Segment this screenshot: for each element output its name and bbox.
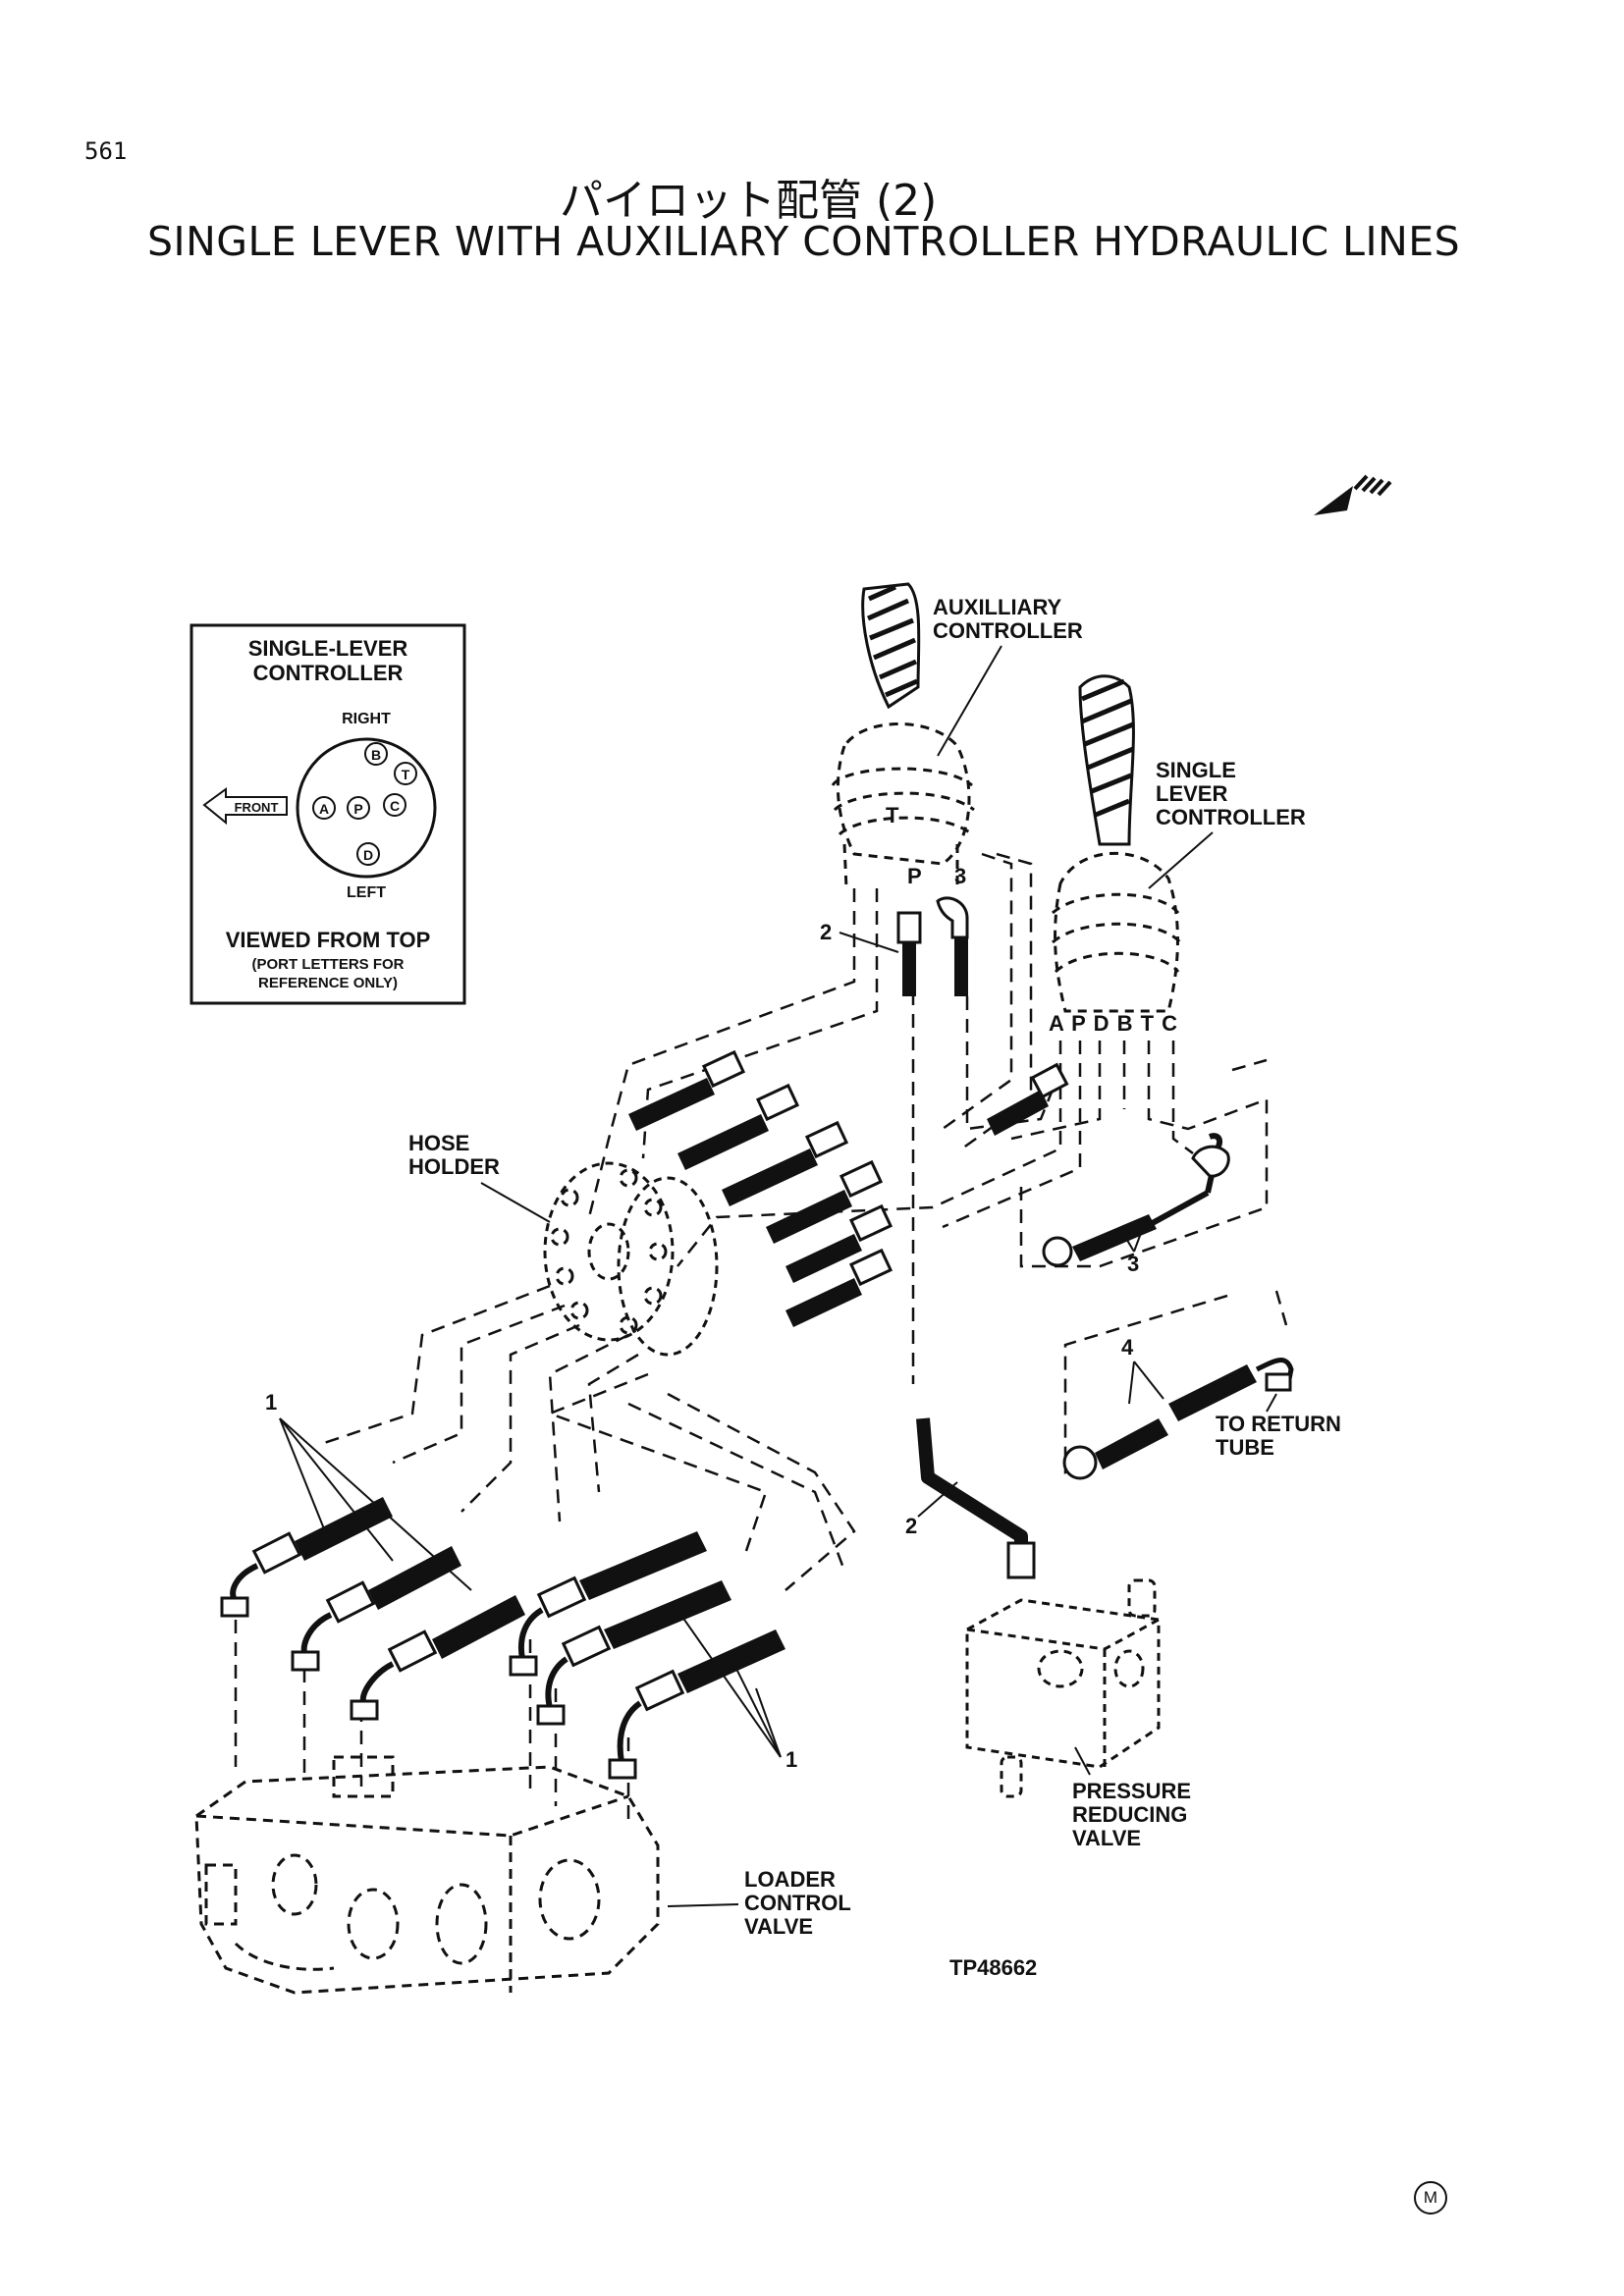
svg-text:FRONT: FRONT	[235, 800, 279, 815]
hose-fitting-3-upper	[936, 896, 969, 996]
inset-footer: VIEWED FROM TOP	[226, 928, 431, 952]
hose-lower-3	[350, 1595, 525, 1721]
front-arrow-icon: FRONT	[202, 787, 288, 826]
loader-control-valve	[194, 1755, 660, 1995]
lcv-label-2: CONTROL	[744, 1891, 851, 1915]
hose-upper-2	[677, 1083, 800, 1170]
lower-hoses-left	[220, 1497, 525, 1721]
callout-2-top: 2	[820, 920, 832, 944]
direction-arrow-icon	[1314, 474, 1392, 515]
return-tube-label-1: TO RETURN	[1216, 1412, 1341, 1436]
aux-port-P: P	[907, 864, 922, 888]
lcv-label-1: LOADER	[744, 1867, 836, 1892]
upper-hoses	[628, 1049, 1069, 1327]
callout-2-lower: 2	[905, 1514, 917, 1538]
inset-right-label: RIGHT	[342, 711, 391, 727]
callout-4: 4	[1121, 1335, 1134, 1360]
hose-fitting-2-upper	[896, 911, 922, 996]
hose-2-lower	[916, 1417, 1036, 1579]
hose-upper-6	[785, 1248, 893, 1327]
hose-4	[1062, 1358, 1294, 1480]
inset-heading-2: CONTROLLER	[253, 661, 404, 685]
prv-label-3: VALVE	[1072, 1826, 1141, 1850]
aux-controller-label-2: CONTROLLER	[933, 618, 1083, 643]
auxiliary-controller	[831, 582, 975, 889]
pressure-reducing-valve	[965, 1578, 1161, 1798]
single-lever-label-2: LEVER	[1156, 781, 1227, 806]
port-C: C	[383, 793, 406, 817]
svg-text:A: A	[319, 801, 329, 817]
callout-1-right: 1	[785, 1747, 797, 1772]
callout-3-mid: 3	[1127, 1252, 1139, 1276]
hose-upper-1	[628, 1049, 746, 1131]
hose-holder	[543, 1161, 719, 1357]
hose-lower-1	[220, 1497, 393, 1618]
svg-text:D: D	[363, 847, 373, 863]
hose-upper-7	[987, 1062, 1069, 1136]
svg-text:P: P	[353, 801, 362, 817]
hose-holder-label-1: HOSE	[408, 1131, 469, 1155]
hose-lower-2	[291, 1546, 461, 1672]
return-tube-label-2: TUBE	[1216, 1435, 1274, 1460]
hose-lower-6	[608, 1629, 785, 1780]
single-lever-ports-row: A P D B T C	[1049, 1011, 1178, 1036]
hose-3-lower	[1042, 1133, 1230, 1267]
hose-upper-4	[766, 1159, 884, 1244]
svg-text:T: T	[402, 767, 410, 782]
copyright-mark: M	[1414, 2181, 1447, 2215]
single-lever-label-3: CONTROLLER	[1156, 805, 1306, 829]
port-reference-inset: SINGLE-LEVER CONTROLLER RIGHT A P C B T …	[189, 623, 466, 1005]
hose-lower-5	[536, 1580, 731, 1726]
hose-upper-3	[722, 1120, 849, 1206]
lower-hoses-right	[509, 1531, 785, 1780]
svg-text:C: C	[390, 798, 400, 814]
figure-id: TP48662	[949, 1955, 1037, 1980]
aux-controller-label-1: AUXILLIARY	[933, 595, 1062, 619]
hose-lower-4	[509, 1531, 707, 1677]
inset-note-2: REFERENCE ONLY)	[258, 975, 398, 991]
callout-3-top: 3	[954, 864, 966, 888]
single-lever-controller	[1052, 674, 1182, 1013]
dashed-hose-routes	[234, 852, 1288, 1826]
page-number: 561	[84, 137, 128, 165]
port-B: B	[364, 742, 388, 766]
svg-text:B: B	[371, 747, 381, 763]
port-T: T	[394, 762, 417, 785]
inset-note-1: (PORT LETTERS FOR	[252, 956, 405, 973]
port-P: P	[347, 796, 370, 820]
callout-1-left: 1	[265, 1390, 277, 1415]
port-D: D	[356, 842, 380, 866]
title-english: SINGLE LEVER WITH AUXILIARY CONTROLLER H…	[147, 218, 1461, 265]
prv-label-1: PRESSURE	[1072, 1779, 1191, 1803]
hose-holder-label-2: HOLDER	[408, 1154, 500, 1179]
title-japanese: パイロット配管 (2)	[560, 176, 938, 226]
single-lever-label-1: SINGLE	[1156, 758, 1236, 782]
controller-top-circle	[296, 737, 437, 879]
prv-label-2: REDUCING	[1072, 1802, 1187, 1827]
inset-left-label: LEFT	[347, 884, 386, 901]
hose-upper-5	[785, 1203, 893, 1283]
port-A: A	[312, 796, 336, 820]
lcv-label-3: VALVE	[744, 1914, 813, 1939]
aux-port-T: T	[886, 803, 899, 828]
inset-heading-1: SINGLE-LEVER	[248, 636, 408, 661]
